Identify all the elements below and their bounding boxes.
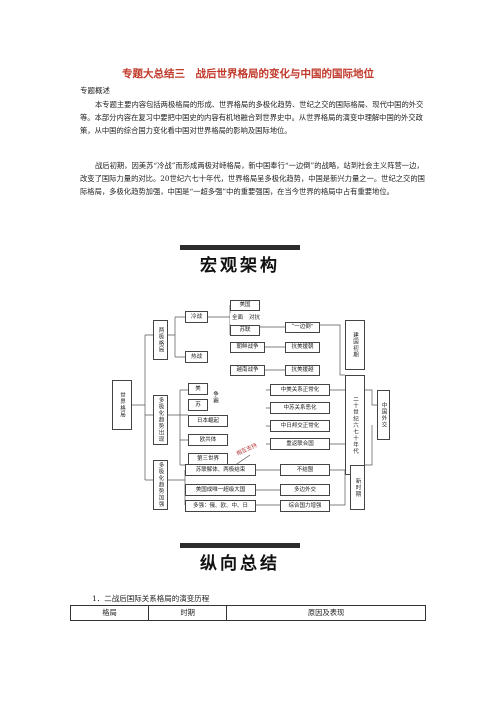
banner-bar-2 xyxy=(180,543,300,548)
node-yibiandao: “一边倒” xyxy=(285,322,320,333)
node-resist-us-viet: 抗美援越 xyxy=(285,365,320,376)
section-heading: 1．二战后国际关系格局的演变历程 xyxy=(92,594,210,603)
node-cold-war: 冷战 xyxy=(185,311,208,323)
node-us2: 美 xyxy=(188,383,208,395)
node-china-diplomacy: 中国外交 xyxy=(377,390,390,440)
node-sino-su: 中苏关系恶化 xyxy=(270,402,330,414)
page-title: 专题大总结三 战后世界格局的变化与中国的国际地位 xyxy=(122,68,374,80)
node-contend: 争霸 xyxy=(210,385,220,409)
node-decades: 二十世纪六七十年代 xyxy=(345,375,365,475)
node-us: 美国 xyxy=(230,300,260,311)
node-sino-us: 中美关系正常化 xyxy=(270,384,330,396)
node-multipolar-strengthen: 多极化趋势加强 xyxy=(153,460,168,510)
diagram-lines xyxy=(132,305,377,506)
node-resist-us-korea: 抗美援朝 xyxy=(285,342,320,353)
node-us-superpower: 美国成唯一超级大国 xyxy=(185,484,256,496)
node-un-seat: 重返联合国 xyxy=(270,438,330,450)
node-dissolve: 苏联解体、两极结束 xyxy=(185,464,256,476)
table-header-cell: 格局 xyxy=(69,605,150,621)
node-multipolar-emerge: 多极化趋势出现 xyxy=(153,395,168,445)
node-hot-war: 热战 xyxy=(185,351,208,363)
node-world: 世界格局 xyxy=(112,380,132,430)
node-national-power: 综合国力增强 xyxy=(280,500,330,512)
node-early-prc: 建国初期 xyxy=(345,320,365,370)
node-japan-rise: 日本崛起 xyxy=(188,415,228,427)
banner-macro: 宏观架构 xyxy=(180,245,300,281)
node-su2: 苏 xyxy=(188,399,208,411)
structure-diagram: 世界格局 两极格局 多极化趋势出现 多极化趋势加强 冷战 热战 美国 全面 对抗… xyxy=(110,295,390,515)
banner-macro-text: 宏观架构 xyxy=(200,256,280,276)
banner-bar xyxy=(180,245,300,250)
paragraph-1: 本专题主要内容包括两极格局的形成、世界格局的多极化趋势、世纪之交的国际格局、现代… xyxy=(80,100,424,135)
node-bipolar: 两极格局 xyxy=(153,320,168,360)
paragraph-2: 战后初期，因美苏“冷战”而形成两极对峙格局，新中国奉行“一边倒”的战略，站到社会… xyxy=(80,161,425,196)
banner-vertical-text: 纵向总结 xyxy=(200,554,280,574)
node-korean-war: 朝鲜战争 xyxy=(230,342,265,353)
node-allround: 全面 xyxy=(230,313,245,324)
node-eu: 欧共体 xyxy=(188,434,228,446)
banner-vertical: 纵向总结 xyxy=(180,543,300,579)
node-new-period: 新时期 xyxy=(350,465,365,510)
table-header-cell: 时期 xyxy=(148,605,228,621)
node-sino-jp: 中日邦交正常化 xyxy=(270,420,330,432)
node-nonalign: 不结盟 xyxy=(280,464,330,476)
summary-table: 格局 时期 原因及表现 xyxy=(69,605,426,621)
node-multi-powers: 多强：俄、欧、中、日 xyxy=(185,500,256,512)
overview-label: 专题概述 xyxy=(80,86,110,95)
node-soviet: 苏联 xyxy=(230,325,260,336)
node-multilateral: 多边外交 xyxy=(280,484,330,496)
table-header-cell: 原因及表现 xyxy=(226,605,426,621)
node-vietnam-war: 越南战争 xyxy=(230,365,265,376)
table-header-row: 格局 时期 原因及表现 xyxy=(69,605,426,621)
node-confront: 对抗 xyxy=(247,313,262,324)
